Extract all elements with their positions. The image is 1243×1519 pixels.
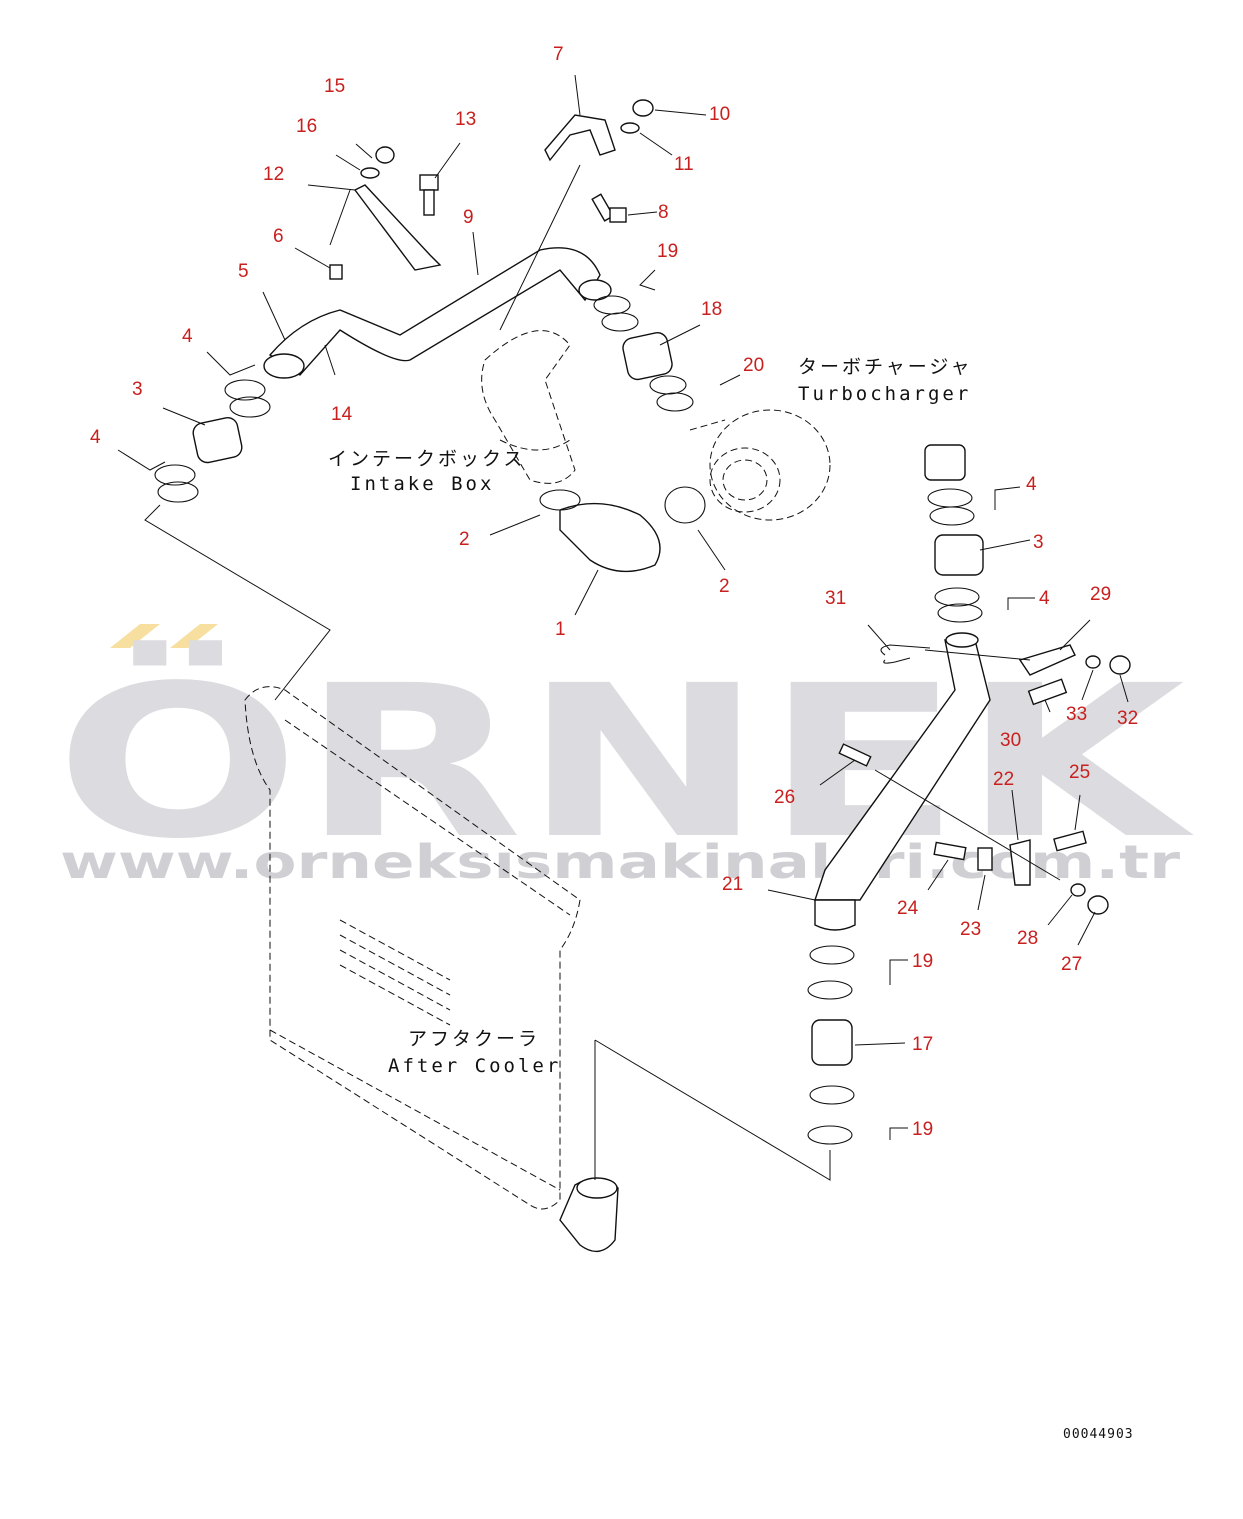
callout-17: 17 <box>912 1034 933 1055</box>
callout-19b: 19 <box>912 951 933 972</box>
component-labels: インテークボックス Intake Box ターボチャージャ Turbocharg… <box>328 356 972 1077</box>
callout-11: 11 <box>674 154 694 175</box>
callout-29: 29 <box>1090 584 1111 605</box>
callout-15: 15 <box>324 76 345 97</box>
callout-19a: 19 <box>657 241 678 262</box>
callout-28: 28 <box>1017 928 1038 949</box>
watermark-url: www.orneksısmakinalari.com.tr <box>60 835 1180 889</box>
callout-24: 24 <box>897 898 919 919</box>
callout-32: 32 <box>1117 708 1138 729</box>
callout-2b: 2 <box>719 576 730 597</box>
turbocharger <box>689 409 831 521</box>
callout-4d: 4 <box>1039 588 1050 609</box>
turbocharger-label-en: Turbocharger <box>798 383 971 405</box>
document-number: 00044903 <box>1063 1427 1134 1442</box>
lower-pipe <box>814 632 991 931</box>
callout-6: 6 <box>273 226 284 247</box>
turbocharger-label-jp: ターボチャージャ <box>798 356 972 378</box>
watermark-brand: ÖRNEK <box>55 639 1195 885</box>
callout-4b: 4 <box>182 326 193 347</box>
callout-18: 18 <box>701 299 722 320</box>
callout-23: 23 <box>960 919 981 940</box>
callout-3a: 3 <box>132 379 143 400</box>
callout-9: 9 <box>463 207 474 228</box>
callout-31: 31 <box>825 588 846 609</box>
watermark-accent-left <box>110 624 160 648</box>
callout-1: 1 <box>555 619 566 640</box>
callout-20: 20 <box>743 355 764 376</box>
callout-3b: 3 <box>1033 532 1044 553</box>
callout-25: 25 <box>1069 762 1090 783</box>
callout-4a: 4 <box>90 427 101 448</box>
clamps <box>154 295 983 1145</box>
after-cooler <box>244 686 619 1253</box>
callout-7: 7 <box>553 44 564 65</box>
callout-5: 5 <box>238 261 249 282</box>
callout-33: 33 <box>1066 704 1087 725</box>
intake-box <box>481 330 576 484</box>
callout-8: 8 <box>658 202 669 223</box>
after-cooler-label-jp: アフタクーラ <box>408 1028 540 1050</box>
callout-10: 10 <box>709 104 730 125</box>
callout-22: 22 <box>993 769 1014 790</box>
callout-2a: 2 <box>459 529 470 550</box>
callout-16: 16 <box>296 116 317 137</box>
callout-27: 27 <box>1061 954 1082 975</box>
callout-14: 14 <box>331 404 353 425</box>
hoses <box>192 332 984 1066</box>
callout-26: 26 <box>774 787 795 808</box>
callout-13: 13 <box>455 109 476 130</box>
callout-4c: 4 <box>1026 474 1037 495</box>
intake-box-label-en: Intake Box <box>350 473 494 495</box>
intake-box-label-jp: インテークボックス <box>328 448 525 470</box>
callout-30: 30 <box>1000 730 1021 751</box>
watermark: ÖRNEK www.orneksısmakinalari.com.tr <box>55 624 1195 889</box>
watermark-accent-right <box>170 624 218 648</box>
callouts: 1 2 2 3 3 4 4 4 4 5 6 7 8 9 10 11 12 13 … <box>90 44 1138 1140</box>
callout-19c: 19 <box>912 1119 933 1140</box>
callout-12: 12 <box>263 164 284 185</box>
leader-lines <box>117 74 1129 1181</box>
elbow-hose <box>559 502 661 573</box>
after-cooler-label-en: After Cooler <box>388 1055 561 1077</box>
fasteners <box>329 99 1131 915</box>
callout-21: 21 <box>722 874 743 895</box>
upper-pipe <box>263 247 612 379</box>
